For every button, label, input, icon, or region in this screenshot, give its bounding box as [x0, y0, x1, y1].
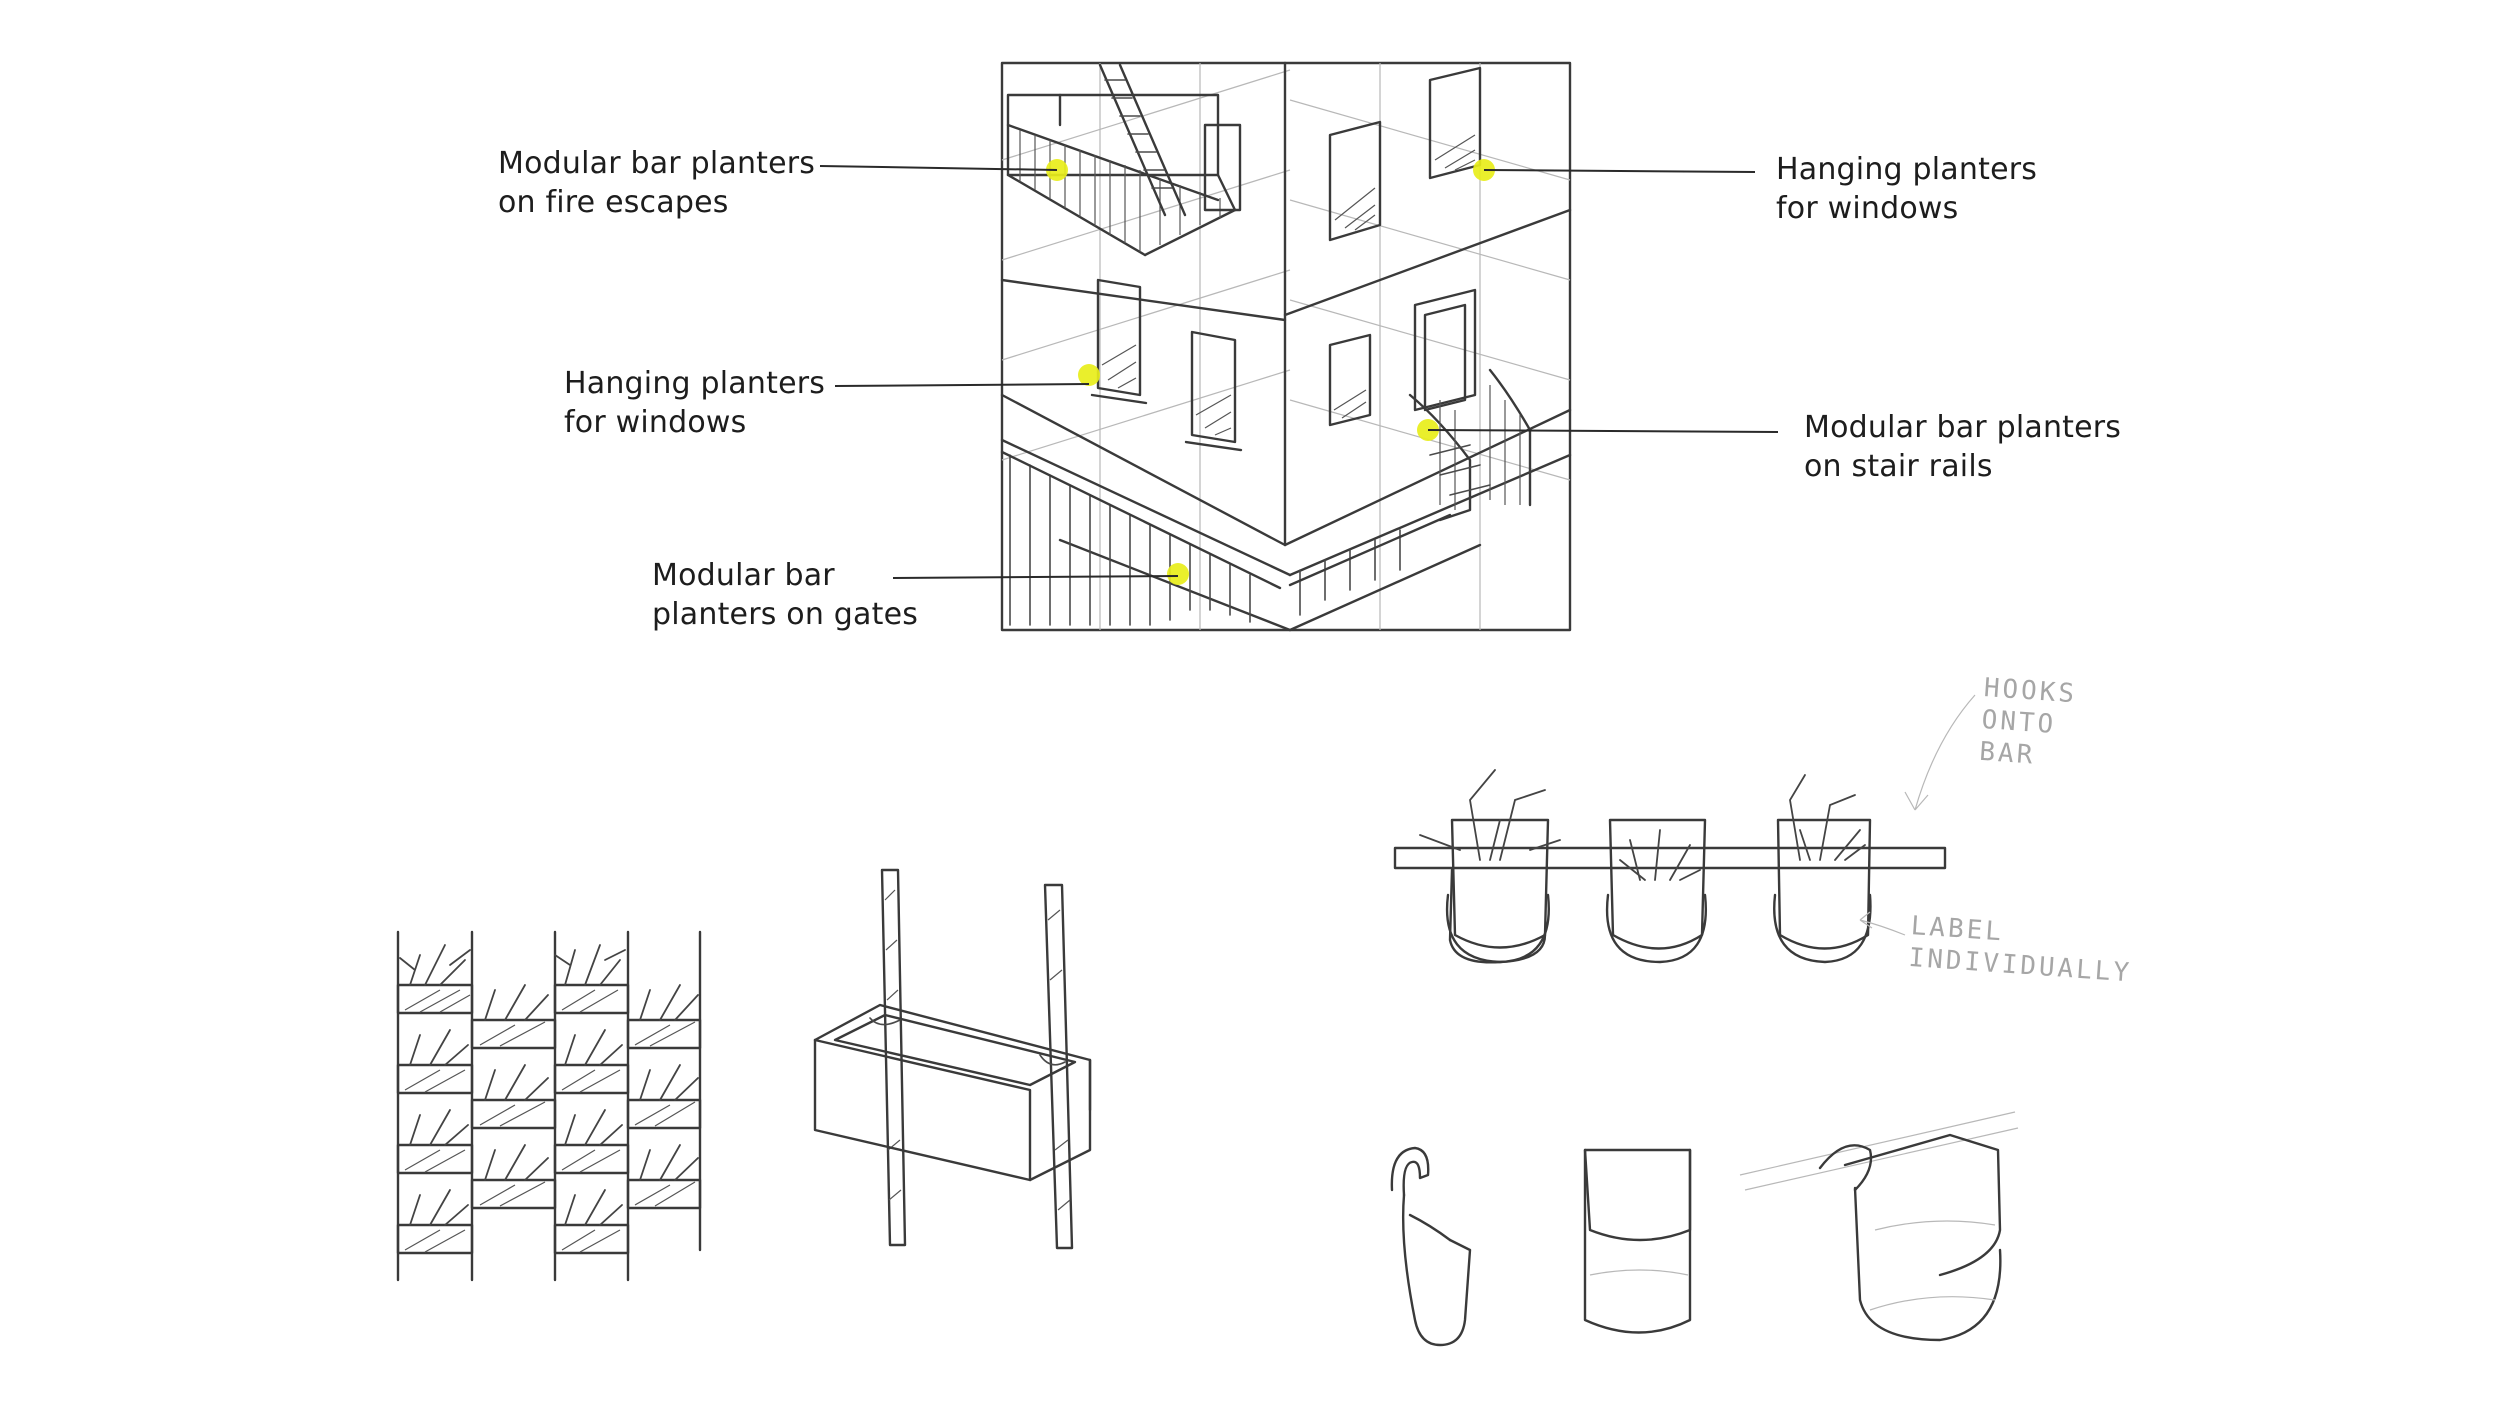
rail-bar	[1739, 1111, 2019, 1191]
callout-stair-rails-line1: Modular bar planters	[1804, 410, 2122, 445]
door-and-stairs	[1328, 288, 1532, 522]
lower-left-windows	[1090, 278, 1243, 452]
hook-pocket-small	[1390, 1146, 1430, 1197]
building-illustration	[819, 61, 1779, 632]
leader-stair-rail	[1427, 429, 1779, 433]
label-arrow	[1859, 911, 1906, 936]
right-wall-base	[1283, 408, 1572, 547]
note-hooks-line3: BAR	[1978, 736, 2037, 771]
leader-window-upper	[1483, 169, 1756, 173]
left-wall-base	[1000, 393, 1287, 547]
callout-stair-rails: Modular bar planters on stair rails	[1804, 408, 2121, 486]
hooks-arrow	[1904, 694, 1976, 811]
hook-pocket-flat	[1583, 1148, 1692, 1334]
callout-windows-upper: Hanging planters for windows	[1776, 150, 2037, 228]
leader-fire-escape	[819, 165, 1058, 171]
upper-right-windows	[1328, 66, 1482, 242]
callout-windows-left-line1: Hanging planters	[564, 366, 826, 401]
pockets-on-bar	[1393, 694, 1976, 964]
stacked-planter-wall	[396, 930, 702, 1282]
callout-windows-left: Hanging planters for windows	[564, 364, 825, 442]
callout-fire-escapes: Modular bar planters on fire escapes	[498, 144, 815, 222]
leader-gate	[892, 575, 1179, 579]
callout-fire-escapes-line2: on fire escapes	[498, 185, 729, 220]
callout-windows-left-line2: for windows	[564, 405, 747, 440]
box-planter-on-bars	[813, 868, 1092, 1250]
callout-gates-line1: Modular bar	[652, 558, 835, 593]
callout-windows-upper-line1: Hanging planters	[1776, 152, 2038, 187]
callout-gates-line2: planters on gates	[652, 597, 919, 632]
highlight-window-left	[1078, 364, 1100, 386]
highlight-gate	[1167, 563, 1189, 585]
hook-pocket-variants	[1390, 1111, 2019, 1347]
callout-fire-escapes-line1: Modular bar planters	[498, 146, 816, 181]
callout-windows-upper-line2: for windows	[1776, 191, 1959, 226]
fire-escape	[1006, 63, 1242, 257]
hook-pocket-rail	[1818, 1144, 1873, 1192]
note-hooks-onto-bar: HOOKS ONTO BAR	[1978, 672, 2078, 774]
callout-stair-rails-line2: on stair rails	[1804, 449, 1993, 484]
leader-window-left	[834, 383, 1090, 387]
callout-gates: Modular bar planters on gates	[652, 556, 918, 634]
gate-fence	[1000, 450, 1452, 626]
